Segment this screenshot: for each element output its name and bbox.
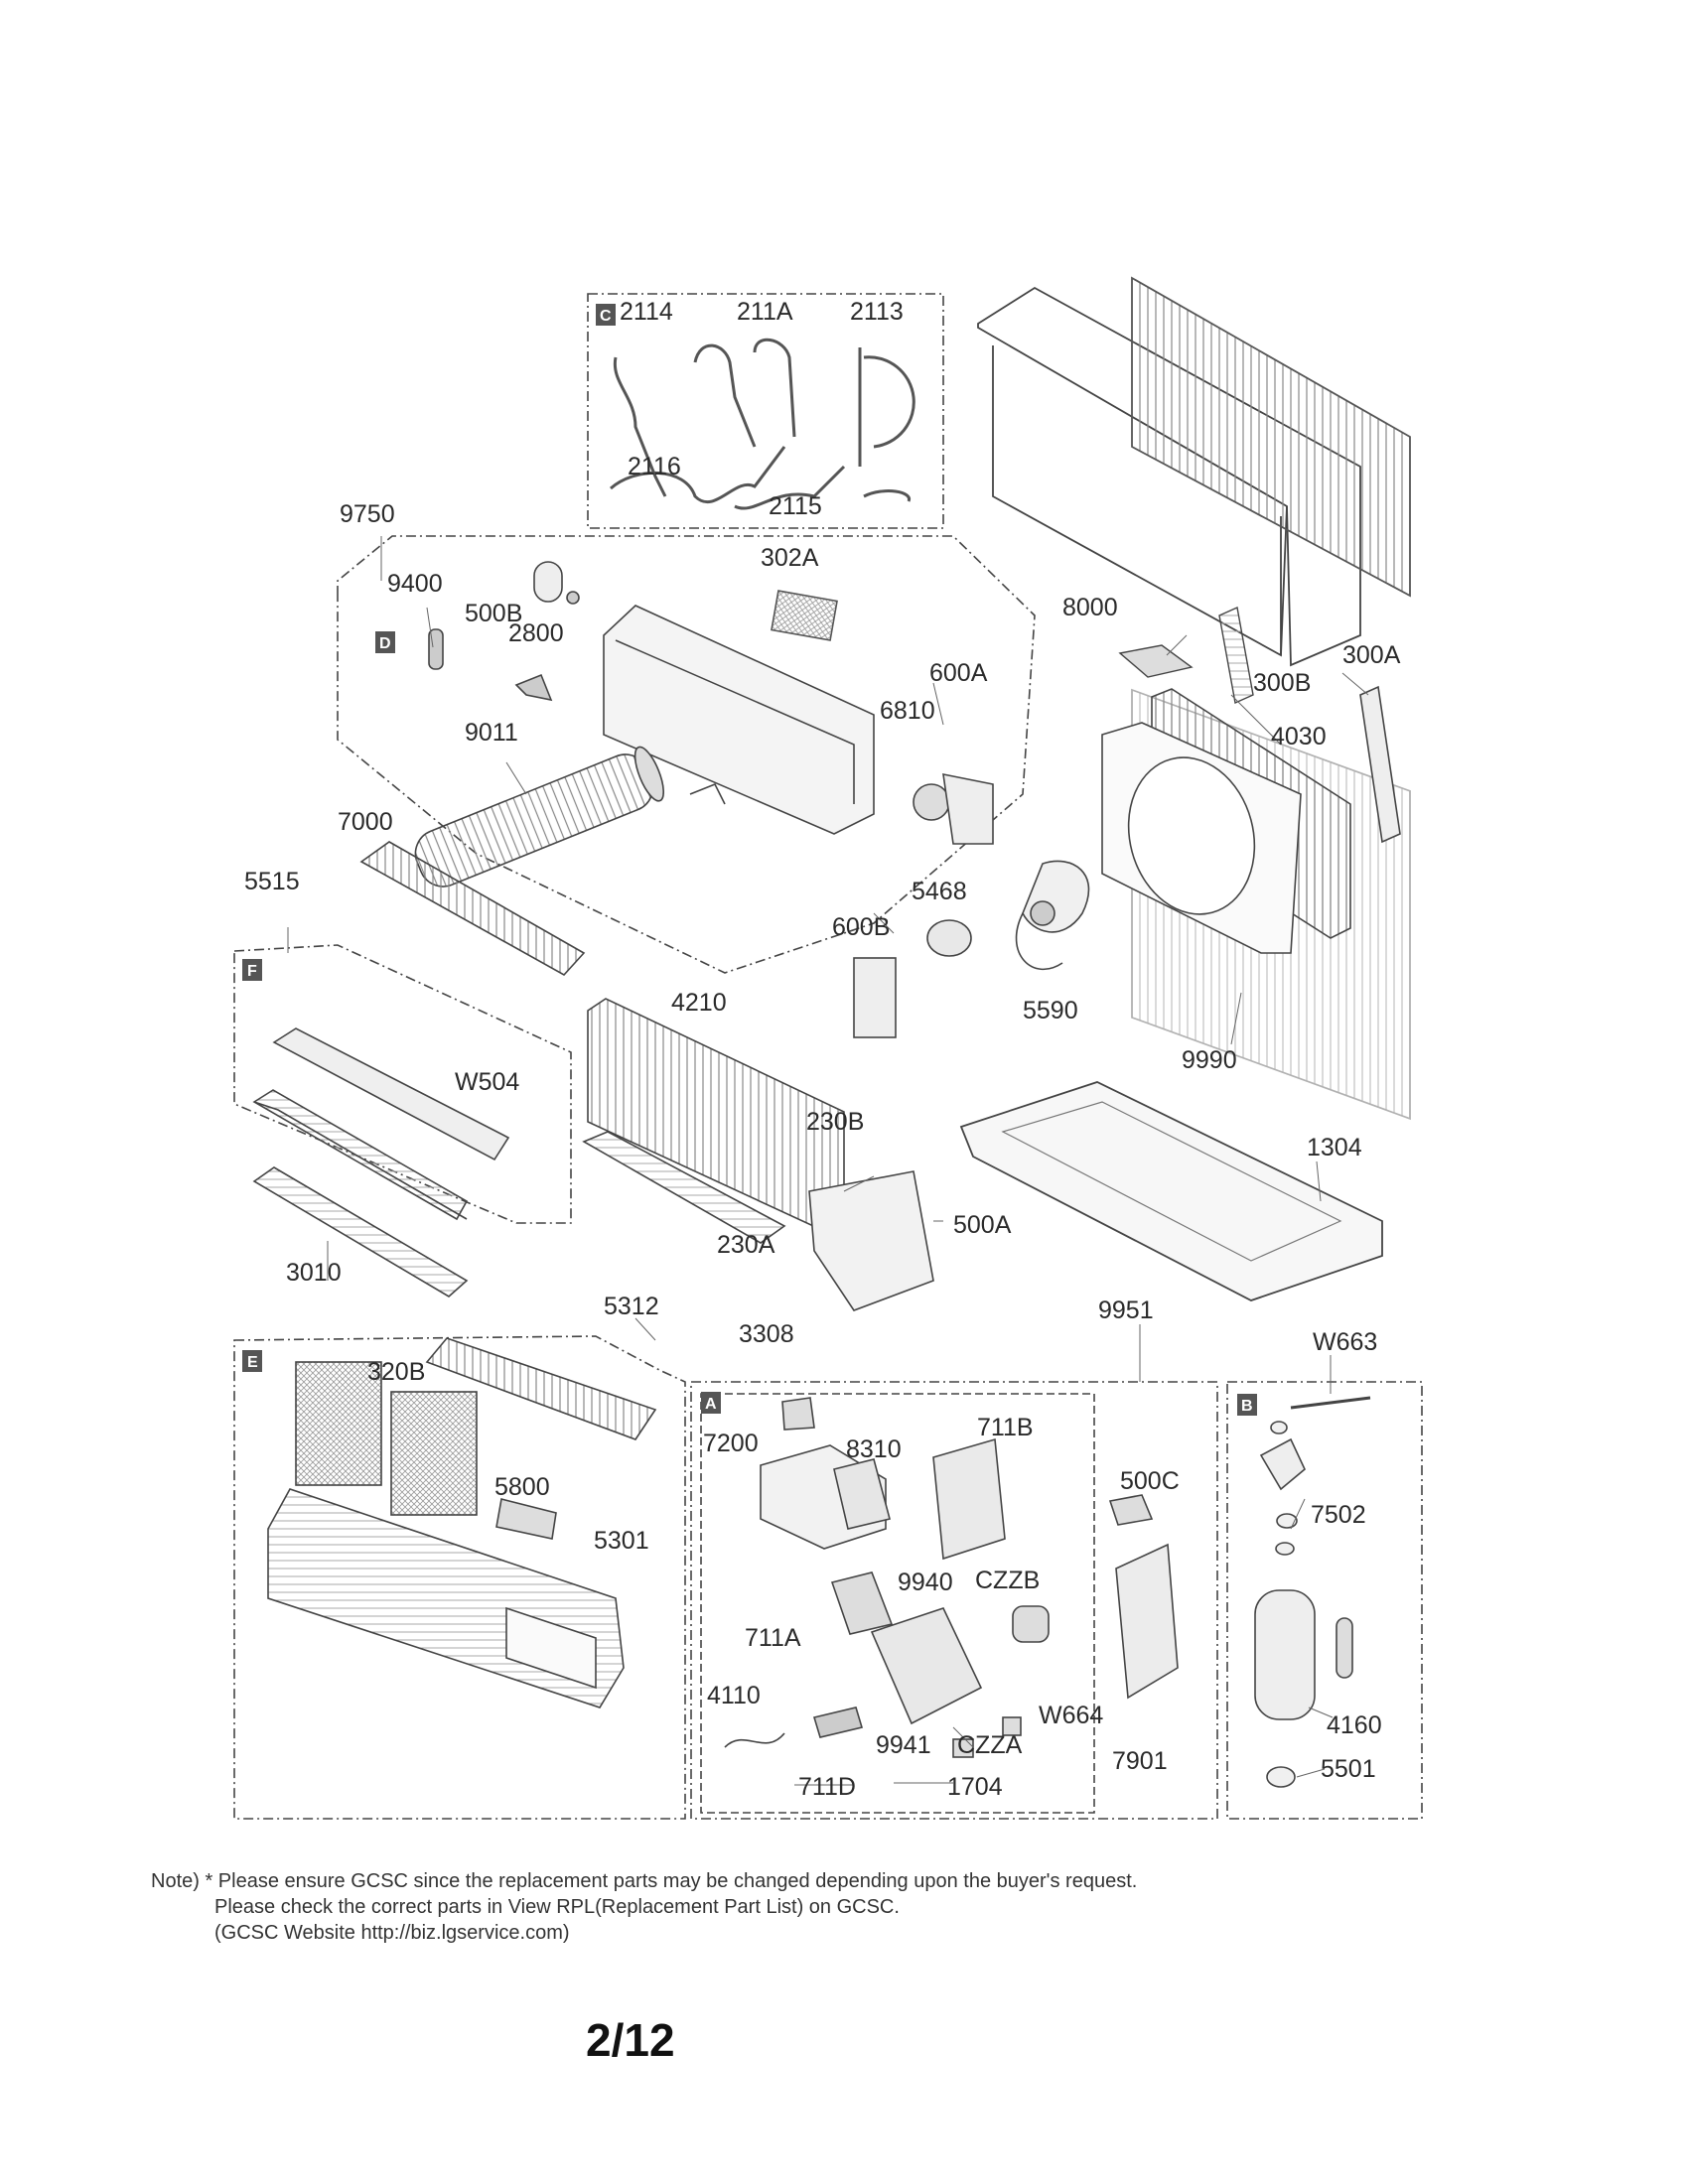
note-line-1: Note) * Please ensure GCSC since the rep… xyxy=(151,1870,1138,1892)
part-label: 2114 xyxy=(620,298,673,326)
note-line-2: Please check the correct parts in View R… xyxy=(214,1896,900,1918)
compressor-4160 xyxy=(1254,1589,1316,1720)
section-b-box xyxy=(1226,1381,1423,1820)
part-label: 500B xyxy=(465,600,522,627)
part-label: 6810 xyxy=(880,697,935,725)
control-mount xyxy=(808,1170,934,1311)
part-label: W504 xyxy=(455,1068,519,1096)
part-label: 9750 xyxy=(340,500,395,528)
part-label: 5312 xyxy=(604,1293,659,1320)
part-label: 9941 xyxy=(876,1731,931,1759)
part-label: 7502 xyxy=(1311,1501,1366,1529)
replacement-note: Note) * Please ensure GCSC since the rep… xyxy=(151,1868,1541,1946)
part-label: 4210 xyxy=(671,989,727,1017)
part-label: 230B xyxy=(806,1108,864,1136)
part-label: 230A xyxy=(717,1231,775,1259)
section-a-box xyxy=(690,1381,1218,1820)
part-label: 300A xyxy=(1342,641,1401,669)
section-label-e: E xyxy=(247,1354,258,1371)
part-label: 5515 xyxy=(244,868,300,895)
part-label: 5501 xyxy=(1321,1755,1376,1783)
louver-3010 xyxy=(252,1166,469,1297)
part-label: 1704 xyxy=(947,1773,1003,1801)
part-label: 302A xyxy=(761,544,819,572)
part-label: 500A xyxy=(953,1211,1012,1239)
cross-flow-fan xyxy=(414,753,654,887)
part-label: CZZA xyxy=(957,1731,1023,1759)
part-label: 7200 xyxy=(703,1430,759,1457)
section-badges: C D F E A B xyxy=(242,304,1257,1416)
part-label: 9011 xyxy=(465,719,518,747)
part-label: 1304 xyxy=(1307,1134,1362,1161)
section-label-d: D xyxy=(379,635,391,652)
section-e-box xyxy=(233,1335,686,1820)
section-b-parts xyxy=(1254,1396,1371,1788)
part-label: 711B xyxy=(977,1414,1034,1441)
air-filter-7000 xyxy=(359,841,586,977)
condenser-fan xyxy=(1015,860,1090,971)
bracket-8000 xyxy=(1118,644,1194,678)
drain-tray-230A xyxy=(582,1131,786,1244)
part-label: CZZB xyxy=(975,1567,1040,1594)
part-label: 600A xyxy=(929,659,988,687)
page-number: 2/12 xyxy=(586,2014,675,2066)
bracket-300B xyxy=(1218,606,1254,705)
part-label: 7000 xyxy=(338,808,393,836)
part-label: 300B xyxy=(1253,669,1311,697)
section-label-f: F xyxy=(247,963,257,980)
fan-motor xyxy=(853,919,972,1038)
part-label: W664 xyxy=(1039,1702,1103,1729)
part-label: 2113 xyxy=(850,298,904,326)
part-label: 4110 xyxy=(707,1682,761,1709)
section-a-parts xyxy=(724,1397,1179,1758)
part-label: 3010 xyxy=(286,1259,342,1287)
section-label-a: A xyxy=(705,1396,717,1413)
section-f-box xyxy=(233,944,572,1224)
leader-lines xyxy=(287,536,1369,1786)
part-label: 711D xyxy=(798,1773,856,1801)
part-label: 5800 xyxy=(494,1473,550,1501)
part-label: 4160 xyxy=(1327,1711,1382,1739)
part-label: 9951 xyxy=(1098,1297,1154,1324)
part-label: 600B xyxy=(832,913,890,941)
part-label: 711A xyxy=(745,1624,801,1652)
part-label: 500C xyxy=(1120,1467,1180,1495)
part-label: 320B xyxy=(367,1358,425,1386)
part-label: 9940 xyxy=(898,1569,953,1596)
part-label: W663 xyxy=(1313,1328,1377,1356)
part-label: 2116 xyxy=(628,453,681,480)
side-panel-300A xyxy=(1359,685,1401,844)
section-c-box xyxy=(587,293,944,529)
part-labels: 2114 211A 2113 2116 2115 9750 9400 500B … xyxy=(244,298,1401,1801)
section-e-parts xyxy=(267,1337,657,1708)
tubes-group xyxy=(610,338,915,510)
part-label: 9990 xyxy=(1182,1046,1237,1074)
section-d-box xyxy=(337,535,1036,974)
part-label: 5468 xyxy=(912,878,967,905)
section-f-parts xyxy=(252,1027,510,1221)
part-label: 9400 xyxy=(387,570,443,598)
note-line-3: (GCSC Website http://biz.lgservice.com) xyxy=(214,1922,570,1944)
part-label: 4030 xyxy=(1271,723,1327,751)
section-label-b: B xyxy=(1241,1398,1253,1415)
part-label: 7901 xyxy=(1112,1747,1168,1775)
part-label: 2115 xyxy=(769,492,822,520)
part-label: 8310 xyxy=(846,1435,902,1463)
outer-cabinet xyxy=(977,276,1411,1121)
base-pan xyxy=(959,1081,1383,1301)
part-label: 5301 xyxy=(594,1527,649,1555)
part-label: 211A xyxy=(737,298,793,326)
part-label: 8000 xyxy=(1062,594,1118,621)
section-a-inner-box xyxy=(700,1393,1095,1814)
section-label-c: C xyxy=(600,308,612,325)
part-label: 2800 xyxy=(508,619,564,647)
blower-housing xyxy=(414,561,994,887)
part-label: 5590 xyxy=(1023,997,1078,1024)
part-label: 3308 xyxy=(739,1320,794,1348)
